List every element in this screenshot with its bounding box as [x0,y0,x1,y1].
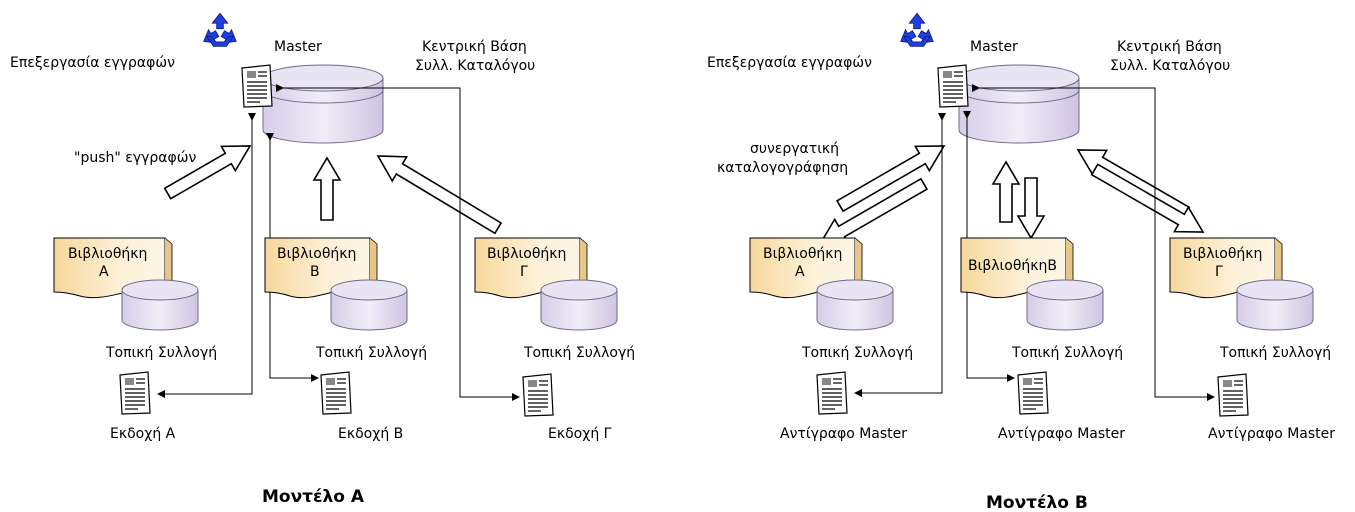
coop-label-line2: καταλογογράφηση [717,160,848,176]
library-b: Βιβλιοθήκη Β [264,237,408,331]
central-db-label-line1: Κεντρική Βάση [422,39,527,55]
library-a-label-line2: Α [99,264,109,280]
push-arrow-a [163,145,252,200]
copy-c-document-icon [1217,373,1249,417]
library-a-label-line2: Α [795,264,805,280]
connector-c [276,84,520,401]
collection-b-label: Τοπική Συλλογή [1011,345,1123,361]
library-c-label-line1: Βιβλιοθήκη [487,246,566,262]
connector-a [157,113,256,398]
collection-a-label: Τοπική Συλλογή [801,345,913,361]
copy-b-document-icon [320,371,352,415]
copy-b-label: Αντίγραφο Master [998,426,1125,442]
master-label: Master [970,39,1018,55]
library-c-label-line1: Βιβλιοθήκη [1183,246,1262,262]
central-database-icon [958,64,1080,144]
central-database-icon [262,64,384,144]
library-b: ΒιβλιοθήκηΒ [960,237,1104,331]
library-b-label-line1: Βιβλιοθήκη [277,246,356,262]
coop-label-line1: συνεργατική [750,141,839,157]
copy-b-label: Εκδοχή Β [338,426,403,442]
library-c-label-line2: Γ [1215,264,1223,280]
master-document-icon [241,64,273,108]
processing-label: Επεξεργασία εγγραφών [10,55,175,71]
model-b: Επεξεργασία εγγραφών Master Κεντρική Βάσ… [707,12,1335,512]
model-b-title: Μοντέλο Β [986,493,1088,512]
library-a: Βιβλιοθήκη Α [53,237,199,331]
copy-a-label: Εκδοχή Α [110,426,176,442]
library-b-label-line1: ΒιβλιοθήκηΒ [968,258,1057,274]
processing-label: Επεξεργασία εγγραφών [707,55,872,71]
recycle-icon [896,12,938,49]
coop-arrow-b-down [1016,177,1046,240]
recycle-icon [199,12,241,49]
coop-arrow-c-down [1090,163,1205,233]
library-c-label-line2: Γ [520,264,528,280]
library-b-label-line2: Β [310,264,320,280]
push-arrow-b [312,156,342,221]
copy-a-label: Αντίγραφο Master [780,426,907,442]
copy-c-label: Εκδοχή Γ [548,426,612,442]
coop-arrow-b-up [991,160,1021,223]
copy-a-document-icon [119,371,151,415]
collection-a-label: Τοπική Συλλογή [105,345,217,361]
copy-b-document-icon [1017,371,1049,415]
library-a-label-line1: Βιβλιοθήκη [68,246,147,262]
collection-c-label: Τοπική Συλλογή [523,345,635,361]
copy-c-document-icon [522,373,554,417]
central-db-label-line2: Συλλ. Καταλόγου [415,58,535,74]
central-db-label-line2: Συλλ. Καταλόγου [1110,58,1230,74]
central-db-label-line1: Κεντρική Βάση [1117,39,1222,55]
copy-c-label: Αντίγραφο Master [1208,426,1335,442]
library-c: Βιβλιοθήκη Γ [1169,237,1314,331]
master-document-icon [937,64,969,108]
collection-c-label: Τοπική Συλλογή [1219,345,1331,361]
library-a: Βιβλιοθήκη Α [749,237,894,331]
push-arrow-c [376,155,503,235]
copy-a-document-icon [816,371,848,415]
connector-c [972,84,1215,401]
connector-a [854,113,946,397]
model-a: Επεξεργασία εγγραφών Master Κεντρική Βάσ… [10,12,635,507]
master-label: Master [274,39,322,55]
model-a-title: Μοντέλο Α [262,487,365,507]
library-a-label-line1: Βιβλιοθήκη [763,246,842,262]
library-c: Βιβλιοθήκη Γ [474,237,618,331]
push-label: "push" εγγραφών [74,150,196,166]
collection-b-label: Τοπική Συλλογή [315,345,427,361]
